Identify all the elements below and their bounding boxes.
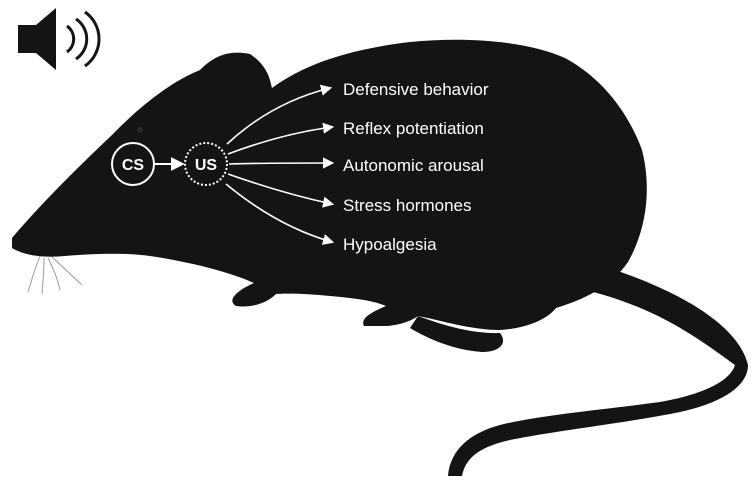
speaker-sound-icon [18,8,99,70]
response-label-stress-hormones: Stress hormones [343,196,472,215]
response-label-reflex-potentiation: Reflex potentiation [343,119,484,138]
us-node-label: US [195,157,218,174]
response-label-defensive-behavior: Defensive behavior [343,80,489,99]
response-label-autonomic-arousal: Autonomic arousal [343,156,484,175]
response-label-hypoalgesia: Hypoalgesia [343,235,437,254]
rat-body [12,40,647,330]
rat-eye [137,127,143,133]
rat-whiskers [28,256,82,294]
rat-silhouette [12,40,748,476]
cs-node-label: CS [122,157,145,174]
